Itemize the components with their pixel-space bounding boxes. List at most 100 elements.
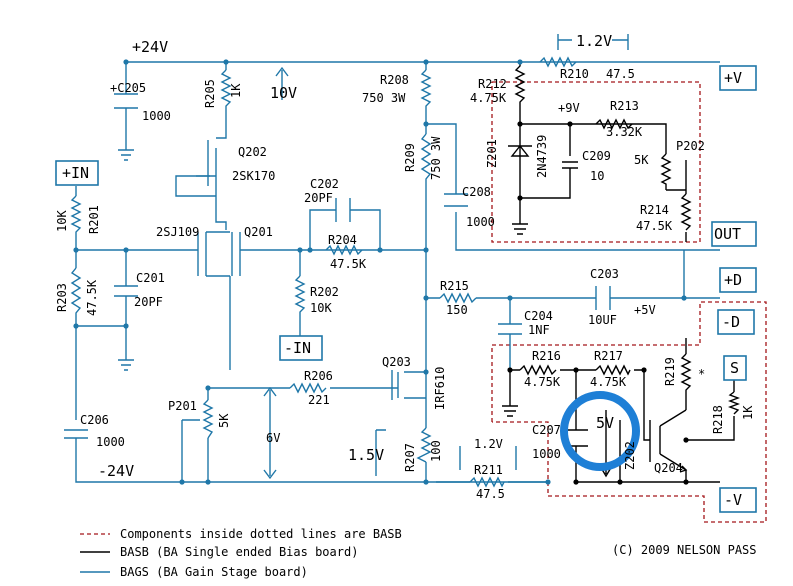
r208-symbol	[420, 69, 432, 108]
r210-symbol	[539, 56, 577, 68]
svg-text:R203: R203	[55, 283, 69, 312]
terminal-s-label: S	[730, 359, 739, 377]
rail-1-5v: 1.5V	[348, 446, 384, 464]
copyright: (C) 2009 NELSON PASS	[612, 543, 757, 557]
basb-region-lower	[491, 301, 767, 523]
rail-1-2v-bottom: 1.2V	[474, 437, 503, 451]
svg-text:1NF: 1NF	[528, 323, 550, 337]
svg-text:20PF: 20PF	[304, 191, 333, 205]
svg-text:47.5K: 47.5K	[636, 219, 673, 233]
svg-text:C208: C208	[462, 185, 491, 199]
terminal-s	[723, 355, 747, 381]
r205-symbol	[220, 69, 232, 108]
r215-symbol	[439, 292, 477, 304]
r202-symbol	[294, 275, 306, 320]
r207-symbol	[416, 427, 432, 463]
svg-text:47.5: 47.5	[476, 487, 505, 501]
svg-text:2SJ109: 2SJ109	[156, 225, 199, 239]
svg-text:R208: R208	[380, 73, 409, 87]
svg-text:750 3W: 750 3W	[362, 91, 406, 105]
r209-symbol	[420, 133, 432, 186]
terminal-v-plus	[719, 65, 757, 91]
rail-1-2v-top: 1.2V	[576, 32, 612, 50]
svg-text:4.75K: 4.75K	[470, 91, 507, 105]
svg-text:C206: C206	[80, 413, 109, 427]
rail-5v-circled: 5V	[596, 414, 614, 432]
labels: +24V -24V 10V +9V 1.2V 1.2V 6V 1.5V +5V …	[55, 32, 755, 509]
svg-text:R217: R217	[594, 349, 623, 363]
r219-symbol	[680, 353, 692, 400]
terminal-out	[711, 221, 757, 247]
svg-text:R201: R201	[87, 205, 101, 234]
svg-text:R211: R211	[474, 463, 503, 477]
svg-text:150: 150	[446, 303, 468, 317]
svg-text:C201: C201	[136, 271, 165, 285]
svg-text:5K: 5K	[217, 413, 231, 428]
svg-text:R215: R215	[440, 279, 469, 293]
svg-text:4.75K: 4.75K	[524, 375, 561, 389]
r217-symbol	[595, 364, 631, 376]
r213-symbol	[595, 118, 633, 130]
svg-text:47.5K: 47.5K	[330, 257, 367, 271]
svg-text:5K: 5K	[634, 153, 649, 167]
r206-symbol	[289, 382, 327, 394]
svg-text:3.32K: 3.32K	[606, 125, 643, 139]
svg-text:C202: C202	[310, 177, 339, 191]
terminal-in-minus-label: -IN	[284, 339, 311, 357]
svg-text:Q204: Q204	[654, 461, 683, 475]
svg-text:R219: R219	[663, 357, 677, 386]
svg-text:R216: R216	[532, 349, 561, 363]
svg-text:R207: R207	[403, 443, 417, 472]
svg-text:C203: C203	[590, 267, 619, 281]
highlight-circle	[560, 391, 640, 471]
legend-dotted: Components inside dotted lines are BASB	[120, 527, 402, 541]
svg-text:1000: 1000	[96, 435, 125, 449]
terminal-in-plus	[55, 160, 99, 186]
svg-text:R206: R206	[304, 369, 333, 383]
basb-region-upper	[491, 81, 701, 243]
svg-text:4.75K: 4.75K	[590, 375, 627, 389]
r211-symbol	[469, 476, 505, 488]
svg-text:R205: R205	[203, 79, 217, 108]
junctions	[73, 59, 689, 485]
svg-text:Z201: Z201	[485, 139, 499, 168]
terminal-v-plus-label: +V	[724, 69, 742, 87]
p201-symbol	[202, 399, 214, 439]
svg-text:2N4739: 2N4739	[535, 135, 549, 178]
svg-text:100: 100	[429, 440, 443, 462]
svg-text:C204: C204	[524, 309, 553, 323]
r204-symbol	[325, 244, 363, 256]
svg-text:P202: P202	[676, 139, 705, 153]
terminal-in-plus-label: +IN	[62, 164, 89, 182]
svg-text:C209: C209	[582, 149, 611, 163]
terminal-d-plus-label: +D	[724, 271, 742, 289]
svg-text:1K: 1K	[229, 83, 243, 98]
svg-text:R218: R218	[711, 405, 725, 434]
svg-text:10K: 10K	[310, 301, 332, 315]
svg-text:R209: R209	[403, 143, 417, 172]
r214-symbol	[680, 193, 692, 231]
svg-text:10UF: 10UF	[588, 313, 617, 327]
transistors	[207, 140, 688, 473]
rail-plus-24v: +24V	[132, 38, 168, 56]
terminal-in-minus	[279, 335, 323, 361]
r218-symbol	[728, 391, 740, 415]
terminal-v-minus	[719, 487, 757, 513]
rail-plus-5v: +5V	[634, 303, 656, 317]
terminal-v-minus-label: -V	[724, 491, 742, 509]
resistors	[70, 56, 740, 488]
svg-text:10: 10	[590, 169, 604, 183]
svg-text:R212: R212	[478, 77, 507, 91]
svg-text:C207: C207	[532, 423, 561, 437]
svg-text:+C205: +C205	[110, 81, 146, 95]
terminal-d-plus	[719, 267, 757, 293]
rail-10v: 10V	[270, 84, 297, 102]
terminals	[55, 65, 757, 513]
svg-text:1K: 1K	[741, 405, 755, 420]
legend: Components inside dotted lines are BASB …	[80, 527, 757, 579]
svg-text:Q202: Q202	[238, 145, 267, 159]
svg-text:20PF: 20PF	[134, 295, 163, 309]
r201-symbol	[70, 195, 82, 240]
terminal-d-minus-label: -D	[722, 313, 740, 331]
